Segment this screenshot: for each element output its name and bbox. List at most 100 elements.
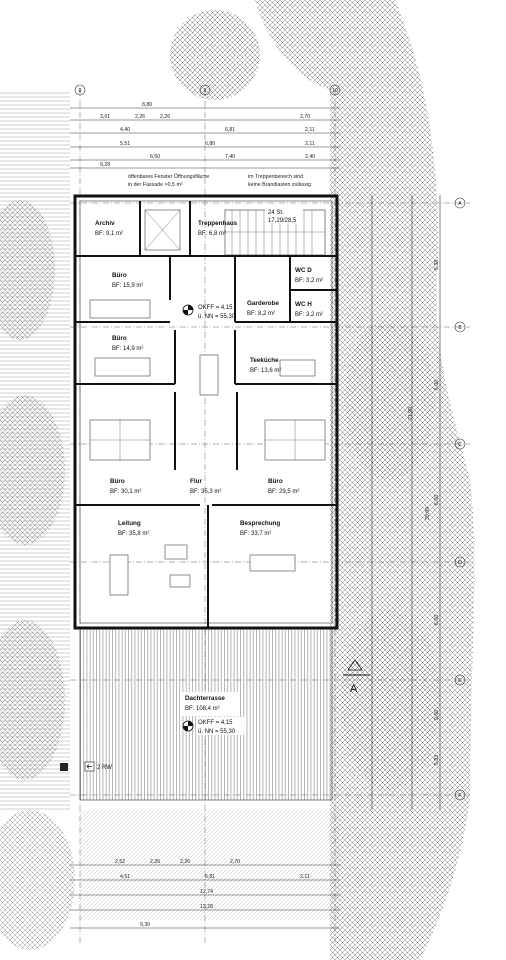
- neighbour-roof-stripes: [0, 90, 70, 810]
- dim-bot-r2-0: 4,51: [120, 874, 130, 880]
- dim-bot-r3: 12,74: [200, 889, 213, 895]
- dim-right-mid: 21,99: [408, 407, 414, 420]
- level-marker-upper: OKFF = 4,15 ü. NN = 55,30: [182, 304, 236, 320]
- room-buero-4: Büro BF: 29,5 m²: [268, 478, 299, 495]
- dimension-chains-top: 8,80 3,01 2,26 2,26 2,70 4,40 6,81 2,11 …: [70, 102, 340, 169]
- room-garderobe-area: BF: 8,2 m²: [247, 311, 275, 317]
- stair-count: 24 St.: [268, 210, 284, 216]
- dim-bot-r2-1: 6,81: [205, 874, 215, 880]
- dim-right-4: 9,00: [434, 710, 440, 720]
- axis-10: 10: [332, 88, 338, 94]
- room-wc-d-area: BF: 3,2 m²: [295, 278, 323, 284]
- room-flur: Flur BF: 35,3 m²: [190, 478, 221, 495]
- dim-top-r1-2: 2,26: [160, 114, 170, 120]
- room-buero-2-area: BF: 14,9 m²: [112, 346, 143, 352]
- stair-note: im Treppenbereich sind keine Brandlasten…: [248, 174, 311, 188]
- room-garderobe: Garderobe BF: 8,2 m²: [247, 300, 279, 317]
- dim-right-2: 6,00: [434, 495, 440, 505]
- dim-right-5: 5,83: [434, 755, 440, 765]
- dim-right-3: 6,00: [434, 615, 440, 625]
- level-terrace-nn: ü. NN = 55,30: [198, 729, 236, 735]
- dim-bot-total2: 9,30: [140, 922, 150, 928]
- room-leitung-name: Leitung: [118, 520, 141, 527]
- room-besprechung-area: BF: 33,7 m²: [240, 531, 271, 537]
- dim-top-r3-0: 5,51: [120, 141, 130, 147]
- room-treppenhaus-area: BF: 6,8 m²: [198, 231, 226, 237]
- dim-top-r1-1: 2,26: [135, 114, 145, 120]
- room-treppenhaus-name: Treppenhaus: [198, 220, 238, 227]
- dim-top-r4-2: 2,40: [305, 154, 315, 160]
- dim-bot-r1-2: 2,26: [180, 859, 190, 865]
- dim-top-r2-0: 4,40: [120, 127, 130, 133]
- room-archiv-area: BF: 9,1 m²: [95, 231, 123, 237]
- dim-top-r1-3: 2,70: [300, 114, 310, 120]
- dim-top-total: 8,80: [142, 102, 152, 108]
- room-garderobe-name: Garderobe: [247, 300, 279, 307]
- dim-right-1: 6,00: [434, 380, 440, 390]
- room-buero-4-name: Büro: [268, 478, 283, 485]
- axis-D: D: [458, 560, 462, 566]
- room-dachterrasse-area: BF: 108,4 m²: [185, 706, 220, 712]
- dim-top-r3-2: 2,11: [305, 141, 315, 147]
- grid-letter-markers: A B C D E F: [454, 197, 466, 801]
- room-leitung-area: BF: 35,8 m²: [118, 531, 149, 537]
- room-wc-d-name: WC D: [295, 267, 312, 274]
- room-buero-1: Büro BF: 15,9 m²: [112, 272, 143, 289]
- stair-note-line-1: im Treppenbereich sind: [248, 174, 303, 180]
- stair-ratio: 17,29/28,5: [268, 218, 297, 224]
- room-flur-area: BF: 35,3 m²: [190, 489, 221, 495]
- room-teekueche-area: BF: 13,6 m²: [250, 368, 281, 374]
- room-archiv: Archiv BF: 9,1 m²: [95, 220, 123, 237]
- room-buero-2-name: Büro: [112, 335, 127, 342]
- room-wc-h-area: BF: 3,2 m²: [295, 312, 323, 318]
- window-note-line-1: öffenbares Fenster Öffnungsfläche: [128, 173, 209, 180]
- room-wc-h-name: WC H: [295, 301, 312, 308]
- dim-top-r4-0: 6,50: [150, 154, 160, 160]
- dim-bot-r2-2: 2,11: [300, 874, 310, 880]
- level-marker-terrace: OKFF = 4,15 ü. NN = 55,30: [182, 717, 244, 735]
- axis-A: A: [458, 201, 462, 207]
- room-teekueche-name: Teeküche: [250, 357, 279, 364]
- interior-walls: [75, 201, 337, 628]
- room-archiv-name: Archiv: [95, 220, 115, 227]
- room-dachterrasse: Dachterrasse BF: 108,4 m²: [180, 692, 240, 716]
- window-note-line-2: in der Fassade >0,5 m²: [128, 182, 183, 188]
- building-outline: [73, 194, 339, 630]
- dim-top-r2-1: 6,81: [225, 127, 235, 133]
- room-treppenhaus: Treppenhaus BF: 6,8 m²: [198, 220, 238, 237]
- axis-F: F: [458, 793, 461, 799]
- dim-top-r2-2: 2,11: [305, 127, 315, 133]
- dim-top-total2: 9,28: [100, 162, 110, 168]
- room-besprechung: Besprechung BF: 33,7 m²: [240, 520, 280, 537]
- room-buero-3-area: BF: 30,1 m²: [110, 489, 141, 495]
- axis-8: 8: [79, 88, 82, 94]
- section-marker: A: [343, 659, 370, 695]
- level-terrace-okff: OKFF = 4,15: [198, 720, 233, 726]
- furniture: [89, 299, 326, 596]
- grid-number-markers: 8 9 10: [74, 84, 341, 96]
- dimension-chains-right: 6,38 6,00 6,00 6,00 9,00 5,83 39,99 21,9…: [371, 195, 441, 810]
- axis-B: B: [458, 325, 462, 331]
- rainwater-label: 2 RW: [97, 765, 112, 771]
- room-besprechung-name: Besprechung: [240, 520, 280, 527]
- room-buero-2: Büro BF: 14,9 m²: [112, 335, 143, 352]
- room-wc-h: WC H BF: 3,2 m²: [295, 301, 323, 318]
- room-teekueche: Teeküche BF: 13,6 m²: [250, 357, 281, 374]
- section-label: A: [350, 683, 358, 695]
- dim-top-r3-1: 6,80: [205, 141, 215, 147]
- room-buero-3-name: Büro: [110, 478, 125, 485]
- axis-C: C: [458, 442, 462, 448]
- rainwater-outlet: 2 RW: [60, 761, 112, 772]
- room-buero-4-area: BF: 29,5 m²: [268, 489, 299, 495]
- dim-top-r1-0: 3,01: [100, 114, 110, 120]
- axis-E: E: [458, 678, 462, 684]
- dim-bot-r1-3: 2,70: [230, 859, 240, 865]
- axis-9: 9: [204, 88, 207, 94]
- room-wc-d: WC D BF: 3,2 m²: [295, 267, 323, 284]
- room-dachterrasse-name: Dachterrasse: [185, 695, 225, 702]
- level-upper-okff: OKFF = 4,15: [198, 305, 233, 311]
- dim-bot-r1-0: 2,52: [115, 859, 125, 865]
- room-leitung: Leitung BF: 35,8 m²: [118, 520, 149, 537]
- stair-info: 24 St. 17,29/28,5: [265, 207, 303, 224]
